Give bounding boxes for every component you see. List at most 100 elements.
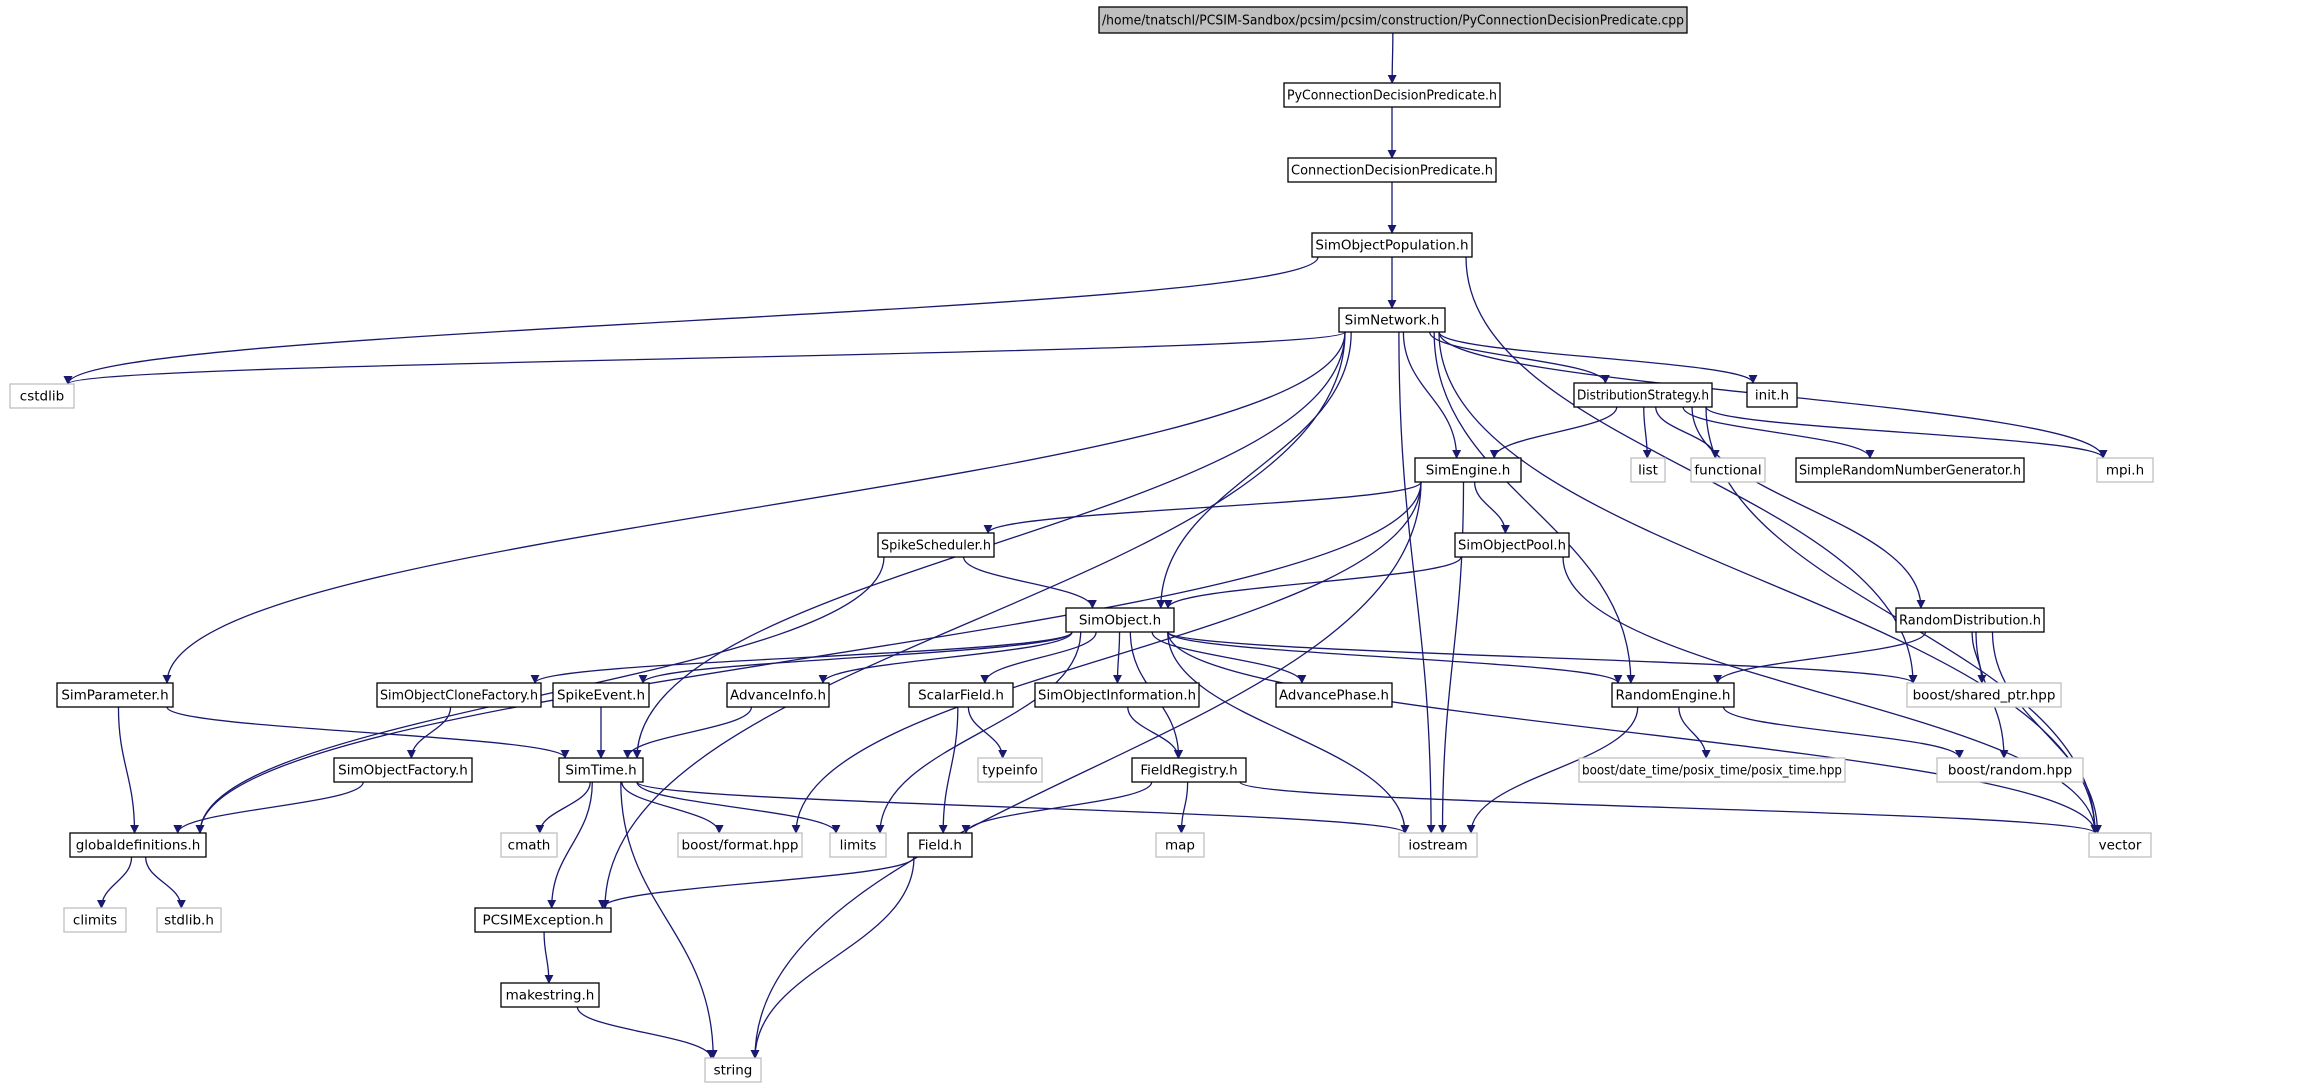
node-box-simtime [558, 757, 644, 783]
edge-soclone-to-sofactory [406, 706, 452, 759]
node-advinfo[interactable]: AdvanceInfo.h [726, 682, 830, 708]
node-sop[interactable]: SimObjectPopulation.h [1311, 232, 1473, 258]
node-randdist[interactable]: RandomDistribution.h [1895, 607, 2045, 633]
node-label-mpi: mpi.h [2106, 463, 2144, 479]
edge-randdist-to-vector [1991, 631, 2102, 834]
edge-randengine-to-boostrandom [1722, 706, 1964, 759]
node-label-srng: SimpleRandomNumberGenerator.h [1799, 463, 2021, 479]
node-field[interactable]: Field.h [907, 832, 973, 858]
node-sharedptr: boost/shared_ptr.hpp [1906, 682, 2062, 708]
node-box-climits [63, 907, 127, 933]
edge-simtime-to-iostream [636, 781, 1410, 834]
node-cdp[interactable]: ConnectionDecisionPredicate.h [1287, 157, 1497, 183]
node-box-scalarfield [908, 682, 1014, 708]
node-boostformat: boost/format.hpp [677, 832, 803, 858]
edge-simobject-to-iostream [1167, 631, 1410, 834]
node-list: list [1630, 457, 1666, 483]
node-label-cdp: ConnectionDecisionPredicate.h [1291, 163, 1493, 179]
node-box-pcsimexc [474, 907, 612, 933]
node-box-boostformat [677, 832, 803, 858]
node-box-diststrat [1573, 382, 1713, 408]
node-cstdlib: cstdlib [9, 383, 75, 409]
edge-simnet-to-iostream [1398, 331, 1436, 834]
node-label-fieldreg: FieldRegistry.h [1140, 763, 1237, 779]
node-sofactory[interactable]: SimObjectFactory.h [333, 757, 473, 783]
edge-simtime-to-pcsimexc [547, 781, 593, 909]
edge-simnet-to-vector [1438, 331, 2100, 834]
node-box-functional [1690, 457, 1766, 483]
node-simparam[interactable]: SimParameter.h [56, 682, 174, 708]
edge-diststrat-to-srng [1682, 406, 1875, 459]
node-climits: climits [63, 907, 127, 933]
edge-simparam-to-globaldefs [117, 706, 140, 834]
node-label-list: list [1638, 463, 1658, 479]
node-label-makestring: makestring.h [506, 988, 595, 1004]
node-simengine[interactable]: SimEngine.h [1414, 457, 1522, 483]
node-box-cstdlib [9, 383, 75, 409]
node-label-posixtime: boost/date_time/posix_time/posix_time.hp… [1582, 763, 1842, 779]
edge-diststrat-to-randdist [1691, 406, 1926, 609]
node-pcsimexc[interactable]: PCSIMException.h [474, 907, 612, 933]
node-scalarfield[interactable]: ScalarField.h [908, 682, 1014, 708]
node-label-sop: SimObjectPopulation.h [1315, 238, 1468, 254]
node-box-limits [829, 832, 887, 858]
node-label-advinfo: AdvanceInfo.h [730, 688, 826, 704]
node-string: string [704, 1057, 762, 1083]
node-advphase[interactable]: AdvancePhase.h [1275, 682, 1393, 708]
node-root[interactable]: /home/tnatschl/PCSIM-Sandbox/pcsim/pcsim… [1098, 6, 1688, 34]
node-fieldreg[interactable]: FieldRegistry.h [1131, 757, 1247, 783]
node-pycdp[interactable]: PyConnectionDecisionPredicate.h [1283, 82, 1501, 108]
node-box-srng [1795, 457, 2025, 483]
node-randengine[interactable]: RandomEngine.h [1611, 682, 1735, 708]
node-typeinfo: typeinfo [977, 757, 1043, 783]
edge-simtime-to-cmath [535, 781, 591, 834]
node-box-vector [2088, 832, 2152, 858]
node-spikeevent[interactable]: SpikeEvent.h [552, 682, 650, 708]
edge-diststrat-to-mpi [1705, 406, 2108, 459]
node-box-iostream [1398, 832, 1478, 858]
node-box-advphase [1275, 682, 1393, 708]
node-label-globaldefs: globaldefinitions.h [76, 838, 201, 854]
node-soinfo[interactable]: SimObjectInformation.h [1034, 682, 1200, 708]
node-box-root [1098, 6, 1688, 34]
node-init[interactable]: init.h [1746, 382, 1798, 408]
node-box-string [704, 1057, 762, 1083]
edge-field-to-pcsimexc [598, 856, 915, 909]
node-box-globaldefs [69, 832, 207, 858]
edge-spikesched-to-simobject [962, 556, 1097, 609]
edges-layer [63, 32, 2108, 1059]
node-spikesched[interactable]: SpikeScheduler.h [877, 532, 995, 558]
edge-simnet-to-simparam [162, 331, 1346, 684]
edge-simobject-to-vector [1167, 631, 2100, 834]
node-label-string: string [714, 1063, 753, 1079]
node-soclone[interactable]: SimObjectCloneFactory.h [376, 682, 542, 708]
edge-sop-to-cstdlib [63, 256, 1319, 385]
edge-sopool-to-vector [1562, 556, 2100, 834]
node-makestring[interactable]: makestring.h [500, 982, 600, 1008]
edge-randdist-to-randengine [1713, 631, 1927, 684]
edge-simnet-to-pcsimexc [600, 331, 1346, 909]
node-label-iostream: iostream [1408, 838, 1467, 854]
node-label-simobject: SimObject.h [1079, 613, 1161, 629]
edge-simobject-to-advphase [1151, 631, 1307, 684]
node-simnet[interactable]: SimNetwork.h [1338, 307, 1446, 333]
node-globaldefs[interactable]: globaldefinitions.h [69, 832, 207, 858]
edge-simengine-to-spikesched [983, 481, 1422, 534]
node-map: map [1155, 832, 1205, 858]
edge-simengine-to-string [750, 481, 1422, 1059]
edge-fieldreg-to-field [961, 781, 1153, 834]
edge-diststrat-to-list [1642, 406, 1652, 459]
node-stdlib: stdlib.h [156, 907, 222, 933]
edge-randengine-to-iostream [1466, 706, 1639, 834]
node-sopool[interactable]: SimObjectPool.h [1454, 532, 1570, 558]
node-label-simengine: SimEngine.h [1426, 463, 1511, 479]
node-label-root: /home/tnatschl/PCSIM-Sandbox/pcsim/pcsim… [1102, 13, 1684, 29]
edge-simnet-to-simengine [1402, 331, 1462, 459]
node-label-pycdp: PyConnectionDecisionPredicate.h [1287, 88, 1497, 104]
node-diststrat[interactable]: DistributionStrategy.h [1573, 382, 1713, 408]
node-simobject[interactable]: SimObject.h [1065, 607, 1175, 633]
node-simtime[interactable]: SimTime.h [558, 757, 644, 783]
node-label-sharedptr: boost/shared_ptr.hpp [1913, 688, 2056, 704]
node-box-sofactory [333, 757, 473, 783]
node-srng[interactable]: SimpleRandomNumberGenerator.h [1795, 457, 2025, 483]
